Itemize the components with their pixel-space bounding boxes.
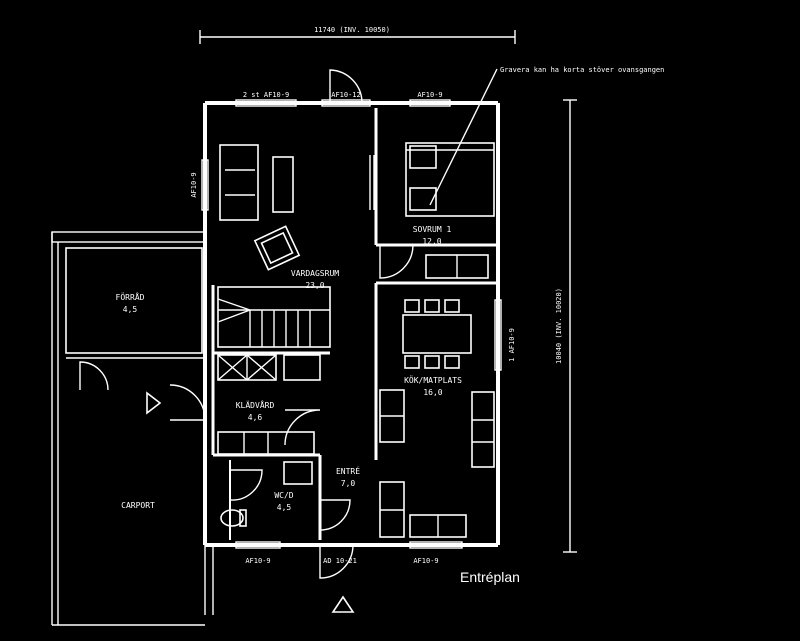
room-label-vardagsrum: VARDAGSRUM [291,269,339,278]
annotation-note: Gravera kan ha korta stöver ovansgangen [429,66,664,206]
sofa [219,144,301,271]
window-label-top2: AF10-12 [331,91,361,99]
window-label-bottom1: AF10-9 [245,557,270,565]
room-area-kok: 16,0 [423,388,442,397]
room-label-entre: ENTRÉ [336,465,360,476]
window-label-top1: 2 st AF10-9 [243,91,289,99]
top-dimension-label: 11740 (INV. 10050) [314,26,390,34]
right-dimension: 10040 (INV. 10020) [555,99,577,553]
room-area-vardagsrum: 23,0 [305,281,324,290]
dining-table [402,299,472,369]
room-label-wc: WC/D [274,491,293,500]
room-area-entre: 7,0 [341,479,356,488]
windows: 2 st AF10-9 AF10-12 AF10-9 AF10-9 1 AF10… [190,91,516,565]
room-labels: VARDAGSRUM 23,0 SOVRUM 1 12,0 FÖRRÅD 4,5… [116,225,463,512]
window-label-right: 1 AF10-9 [508,328,516,362]
entry-arrow-icon [331,595,355,613]
room-area-forrad: 4,5 [123,305,138,314]
plan-title: Entréplan [460,569,520,585]
room-area-wc: 4,5 [277,503,292,512]
room-label-klad: KLÄDVÅRD [236,399,275,410]
top-dimension: 11740 (INV. 10050) [199,26,516,44]
room-area-klad: 4,6 [248,413,263,422]
room-area-sovrum: 12,0 [422,237,441,246]
kitchen-counters [379,389,495,538]
outer-walls [203,101,500,547]
bathroom-fixtures [220,461,313,527]
window-label-bottom2: AD 10-21 [323,557,357,565]
room-label-kok: KÖK/MATPLATS [404,375,462,385]
outbuilding [51,231,214,626]
right-dimension-label: 10040 (INV. 10020) [555,288,563,364]
laundry-units [217,354,321,455]
interior-walls [211,108,498,540]
room-label-forrad: FÖRRÅD [116,291,145,302]
window-label-top3: AF10-9 [417,91,442,99]
stairs [217,286,331,348]
window-label-left: AF10-9 [190,172,198,197]
sovrum-drawers [425,254,489,279]
room-label-sovrum: SOVRUM 1 [413,225,452,234]
bed [369,142,495,217]
annotation-note-text: Gravera kan ha korta stöver ovansgangen [500,66,664,74]
door-arrow-icon [146,391,162,415]
window-label-bottom3: AF10-9 [413,557,438,565]
doors [79,69,414,579]
room-label-carport: CARPORT [121,501,155,510]
